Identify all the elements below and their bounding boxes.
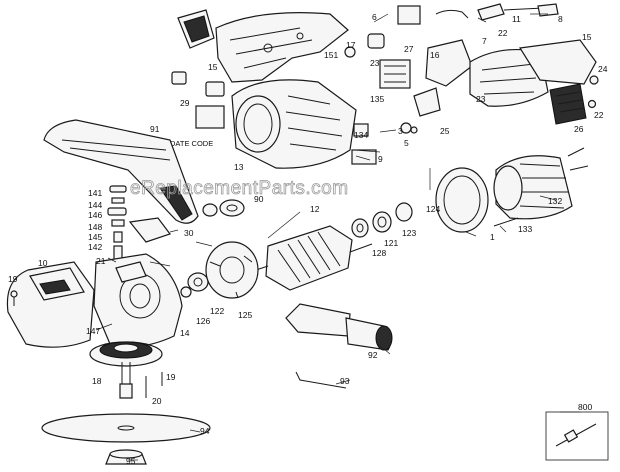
callout-94: 94 (200, 426, 210, 436)
bushing (202, 199, 245, 217)
callout-23b: 23 (476, 94, 486, 104)
field-coil (231, 79, 357, 169)
callout-23a: 23 (370, 58, 380, 68)
callout-25: 25 (440, 126, 450, 136)
callout-11: 11 (512, 14, 521, 24)
callout-92: 92 (368, 350, 378, 360)
callout-800: 800 (578, 402, 592, 412)
callout-18: 18 (92, 376, 102, 386)
callout-148: 148 (88, 222, 102, 232)
backing-flange (89, 341, 163, 399)
callout-135: 135 (370, 94, 384, 104)
screws-19-20 (10, 290, 163, 398)
cord-set (435, 3, 559, 21)
gear-case-rear (469, 39, 599, 125)
baffle (205, 241, 259, 299)
screw-133 (493, 217, 519, 227)
gear-case (6, 253, 183, 348)
callout-14: 14 (180, 328, 190, 338)
callout-1: 1 (490, 232, 495, 242)
side-handle (285, 303, 393, 351)
callout-19a: 19 (8, 274, 18, 284)
handle-housing (215, 12, 349, 83)
callout-numbers: 1 3 5 6 7 8 9 10 11 12 13 14 15 15 16 17… (8, 12, 608, 466)
date-code-plate: DATE CODE (170, 105, 225, 148)
callout-93: 93 (340, 376, 350, 386)
callout-26: 26 (574, 124, 584, 134)
small-parts-upper (171, 71, 418, 165)
callout-15b: 15 (582, 32, 592, 42)
callout-19b: 19 (166, 372, 176, 382)
callout-95: 95 (126, 456, 136, 466)
grinding-wheel (41, 413, 211, 443)
callout-8: 8 (558, 14, 563, 24)
callout-29: 29 (180, 98, 190, 108)
callout-122: 122 (210, 306, 224, 316)
callout-10: 10 (38, 258, 48, 268)
callout-27: 27 (404, 44, 414, 54)
brush-end-housing (493, 147, 589, 220)
hex-key (295, 371, 347, 389)
end-cap-left (177, 9, 215, 49)
armature (255, 225, 373, 291)
callout-17: 17 (346, 40, 356, 50)
callout-90: 90 (254, 194, 264, 204)
callout-132: 132 (548, 196, 562, 206)
callout-7: 7 (482, 36, 487, 46)
callout-126: 126 (196, 316, 210, 326)
callout-91: 91 (150, 124, 160, 134)
callout-6: 6 (372, 12, 377, 22)
callout-128: 128 (372, 248, 386, 258)
callout-21: 21 (96, 256, 106, 266)
callout-145: 145 (88, 232, 102, 242)
callout-3: 3 (398, 126, 403, 136)
callout-20: 20 (152, 396, 162, 406)
callout-147: 147 (86, 326, 100, 336)
accessory-inset (545, 411, 609, 461)
callout-24: 24 (598, 64, 608, 74)
spindle-lock-parts (107, 185, 127, 261)
callout-22b: 22 (594, 110, 604, 120)
callout-141: 141 (88, 188, 102, 198)
callout-133: 133 (518, 224, 532, 234)
callout-121: 121 (384, 238, 398, 248)
bearings (180, 202, 413, 298)
callout-30: 30 (184, 228, 194, 238)
callout-16: 16 (430, 50, 440, 60)
clamp-nut (105, 449, 147, 465)
callout-123: 123 (402, 228, 416, 238)
callout-13: 13 (234, 162, 244, 172)
callout-22a: 22 (498, 28, 508, 38)
watermark-text: eReplacementParts.com (130, 178, 349, 199)
callout-125: 125 (238, 310, 252, 320)
callout-5: 5 (404, 138, 409, 148)
callout-134: 134 (354, 130, 368, 140)
callout-9: 9 (378, 154, 383, 164)
switch-assembly (344, 5, 473, 117)
callout-151: 151 (324, 50, 338, 60)
callout-146: 146 (88, 210, 102, 220)
callout-124: 124 (426, 204, 440, 214)
callout-144: 144 (88, 200, 102, 210)
lever (128, 217, 171, 243)
leader-lines (95, 13, 580, 461)
date-code-label: DATE CODE (170, 139, 213, 148)
callout-15a: 15 (208, 62, 218, 72)
callout-142: 142 (88, 242, 102, 252)
side-guard (43, 119, 199, 224)
callout-12: 12 (310, 204, 320, 214)
clamp-ring (435, 167, 489, 233)
